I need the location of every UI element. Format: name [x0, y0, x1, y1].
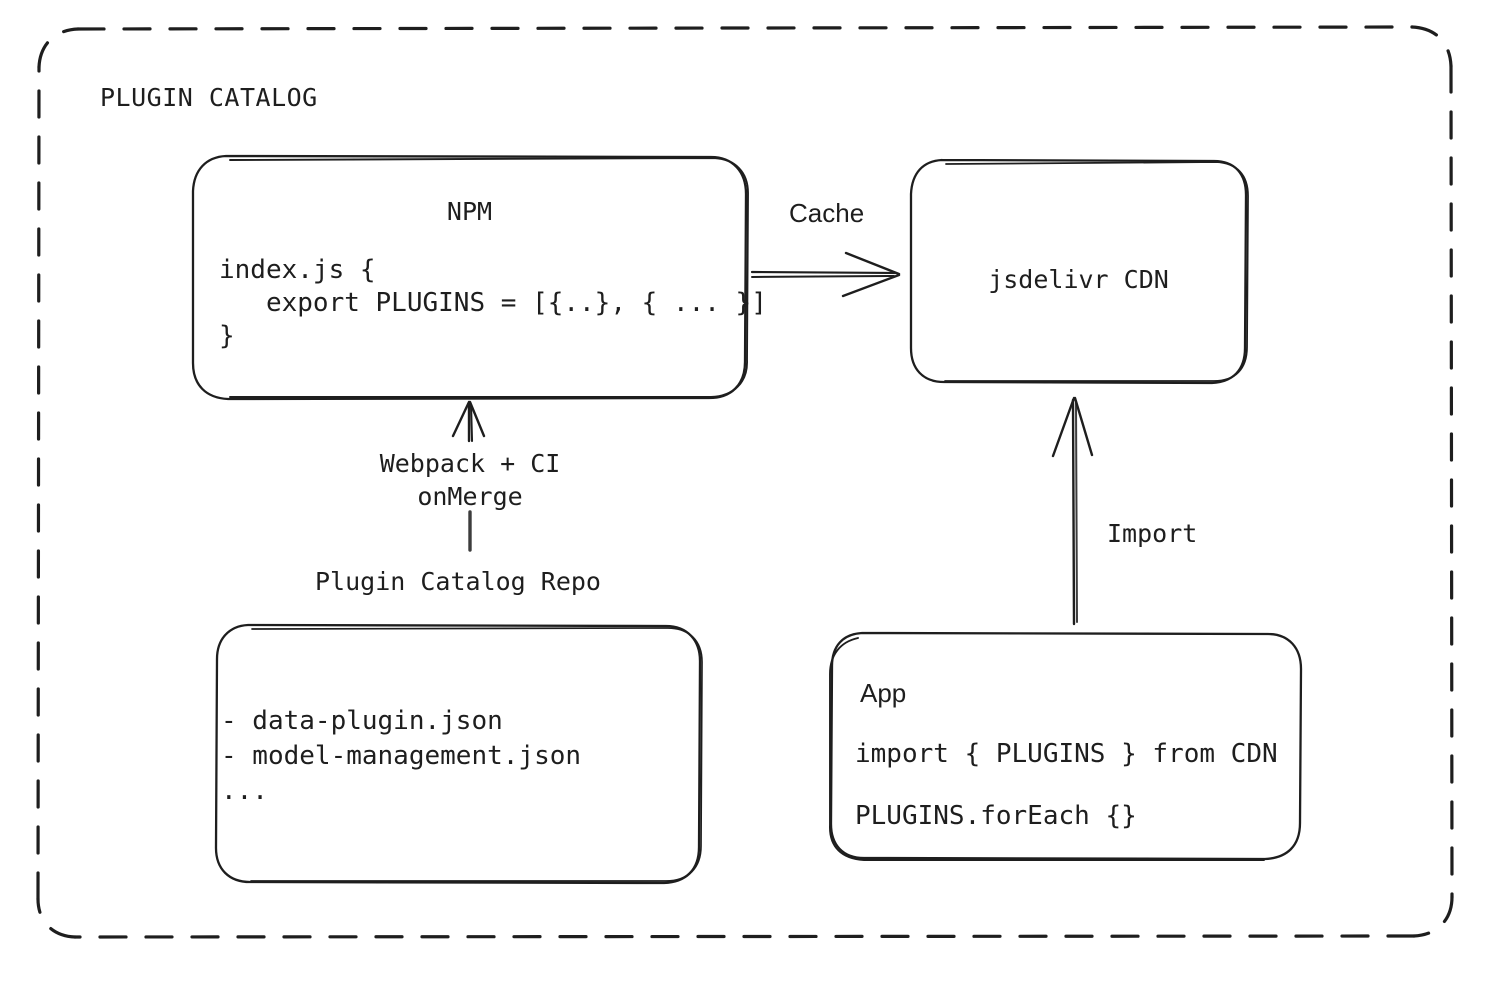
edge-label-cache: Cache: [789, 198, 865, 228]
app-code-line-2: PLUGINS.forEach {}: [855, 801, 1137, 831]
group-title: PLUGIN CATALOG: [100, 83, 318, 112]
edge-app-to-cdn-arrow: [1051, 396, 1094, 626]
repo-file-item-2: - model-management.json: [221, 741, 582, 771]
npm-code-line-2: export PLUGINS = [{..}, { ... }]: [219, 288, 767, 318]
npm-node-title: NPM: [446, 197, 493, 226]
edge-label-webpack-ci-line2: onMerge: [417, 482, 523, 511]
edge-label-webpack-ci-line1: Webpack + CI: [379, 449, 561, 478]
repo-file-item-3: ...: [221, 776, 268, 806]
app-code-line-1: import { PLUGINS } from CDN: [855, 739, 1278, 769]
npm-code-line-1: index.js {: [219, 255, 376, 285]
app-node-title: App: [860, 678, 907, 708]
repo-file-item-1: - data-plugin.json: [221, 706, 503, 736]
repo-node-caption: Plugin Catalog Repo: [315, 567, 601, 596]
cdn-node-title: jsdelivr CDN: [988, 265, 1169, 294]
edge-label-import: Import: [1107, 519, 1198, 548]
npm-code-line-3: }: [219, 321, 235, 351]
edge-npm-to-cdn-arrow: [750, 251, 901, 298]
